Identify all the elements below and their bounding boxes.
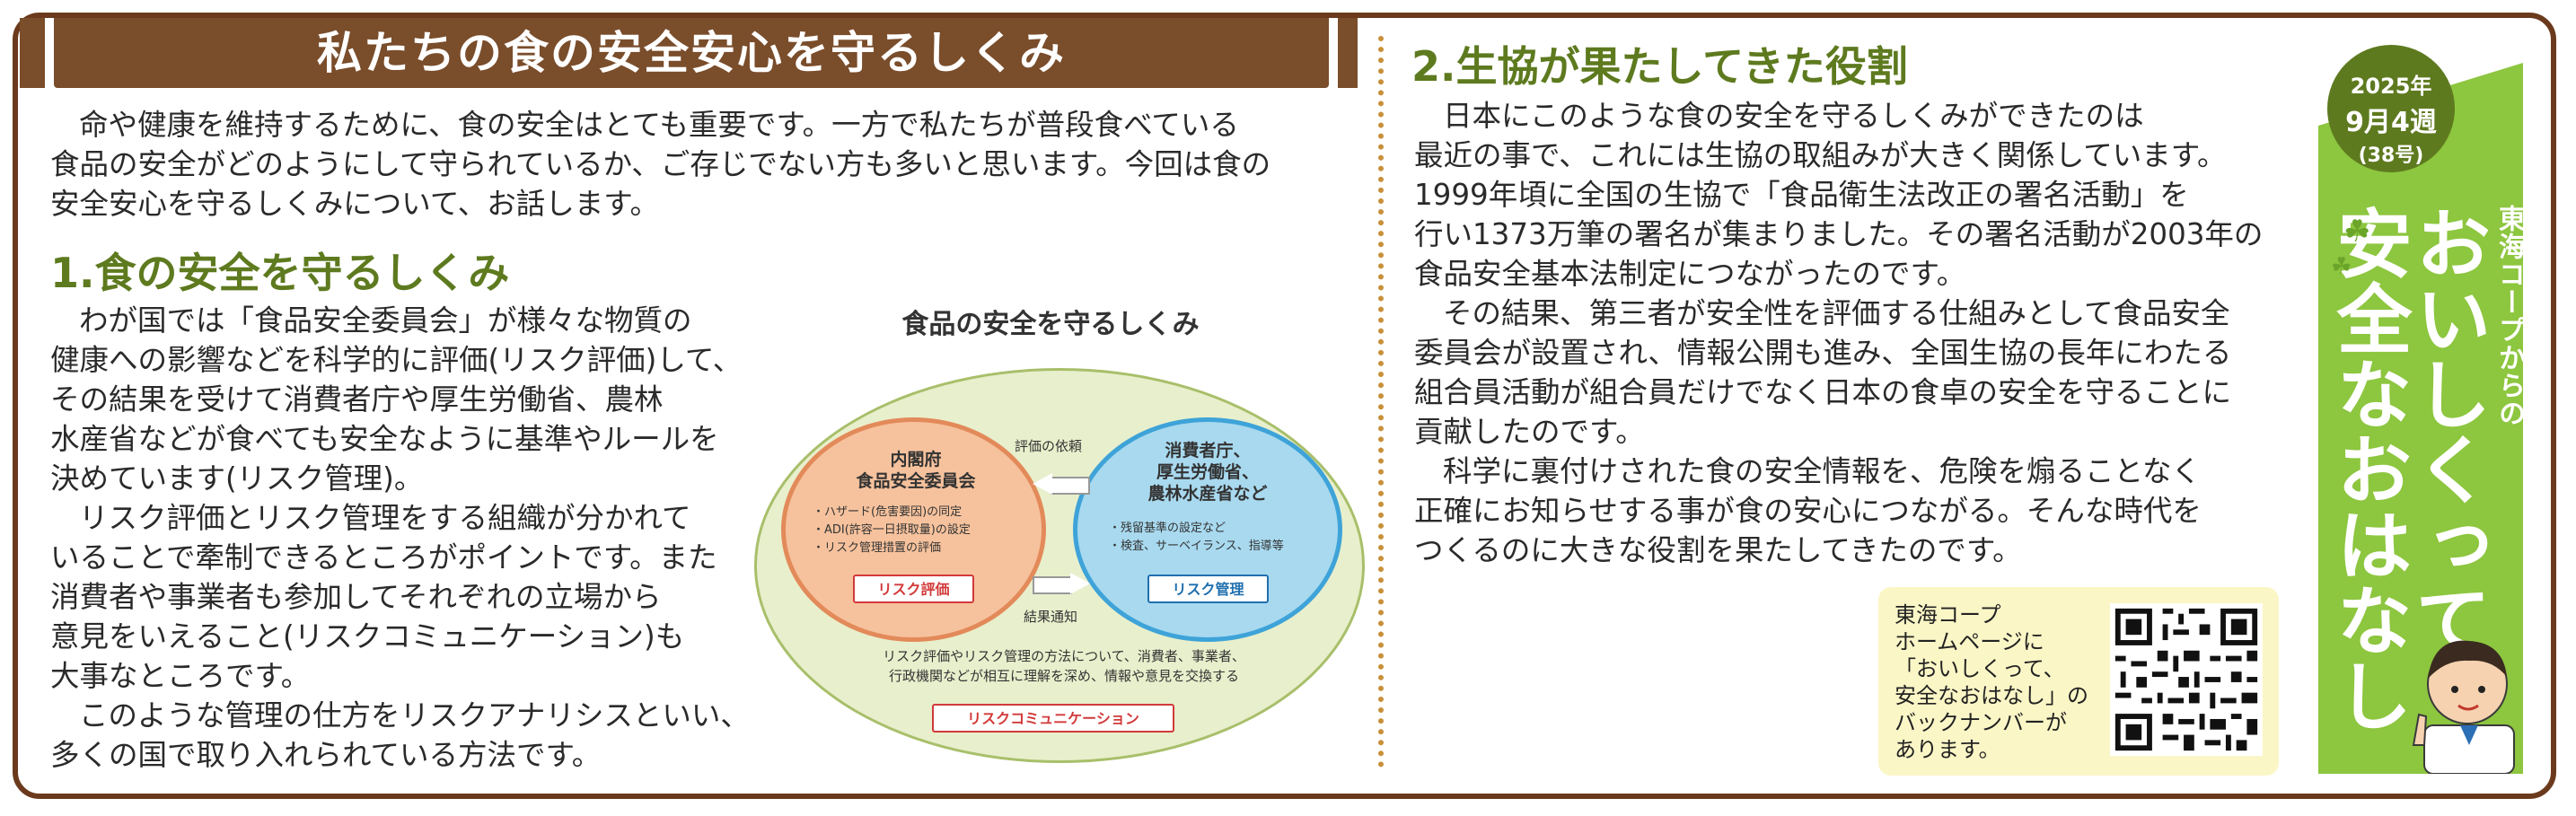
risk-assessment-badge: リスク評価 bbox=[853, 575, 974, 603]
body-line: 水産省などが食べても安全なように基準やルールを bbox=[50, 422, 719, 456]
qr-note-line: バックナンバーが bbox=[1895, 710, 2067, 735]
arrow-left-icon bbox=[1051, 477, 1090, 495]
series-subtitle: 東海コープからの bbox=[2493, 205, 2525, 427]
body-line: その結果、第三者が安全性を評価する仕組みとして食品安全 bbox=[1443, 296, 2230, 330]
intro-line: 安全安心を守るしくみについて、お話します。 bbox=[50, 187, 659, 221]
right-org-line: 厚生労働省、 bbox=[1156, 462, 1259, 482]
risk-management-badge: リスク管理 bbox=[1147, 575, 1269, 603]
boy-character-icon bbox=[2412, 640, 2515, 774]
body-line: 意見をいえること(リスクコミュニケーション)も bbox=[50, 619, 685, 654]
qr-note-line: 東海コープ bbox=[1895, 602, 2001, 627]
issue-year: 2025年 bbox=[2350, 74, 2432, 99]
body-line: いることで牽制できるところがポイントです。また bbox=[50, 540, 717, 575]
arrow-bottom-label: 結果通知 bbox=[1024, 609, 1078, 625]
column-divider bbox=[1378, 36, 1384, 768]
body-line: つくるのに大きな役割を果たしてきたのです。 bbox=[1414, 533, 2022, 567]
right-item: ・残留基準の設定など bbox=[1109, 522, 1226, 535]
left-org-line: 内閣府 bbox=[890, 450, 942, 469]
left-item: ・ADI(許容一日摂取量)の設定 bbox=[813, 523, 971, 537]
intro-line: 命や健康を維持するために、食の安全はとても重要です。一方で私たちが普段食べている bbox=[79, 108, 1239, 142]
arrow-right-icon bbox=[1033, 576, 1072, 594]
qr-note-line: ホームページに bbox=[1895, 629, 2044, 654]
intro-line: 食品の安全がどのようにして守られているか、ご存じでない方も多いと思います。今回は… bbox=[50, 147, 1271, 181]
qr-note-line: 安全なおはなし」の bbox=[1895, 683, 2088, 708]
issue-week: 9月4週 bbox=[2345, 107, 2437, 138]
section1-heading: 1.食の安全を守るしくみ bbox=[50, 249, 510, 297]
body-line: 多くの国で取り入れられている方法です。 bbox=[50, 738, 602, 772]
left-item: ・ハザード(危害要因)の同定 bbox=[813, 505, 963, 519]
section2-heading: 2.生協が果たしてきた役割 bbox=[1411, 42, 1908, 91]
left-item: ・リスク管理措置の評価 bbox=[813, 541, 942, 555]
body-line: 貢献したのです。 bbox=[1414, 415, 1645, 449]
diagram-title: 食品の安全を守るしくみ bbox=[901, 309, 1200, 340]
body-line: 科学に裏付けされた食の安全情報を、危険を煽ることなく bbox=[1443, 454, 2202, 488]
series-title-2: 安全なおはなし bbox=[2325, 205, 2413, 733]
body-line: このような管理の仕方をリスクアナリシスといい、 bbox=[79, 698, 750, 733]
qr-note-line: あります。 bbox=[1895, 737, 2000, 762]
qr-code-icon[interactable] bbox=[2110, 603, 2263, 756]
body-line: リスク評価とリスク管理をする組織が分かれて bbox=[79, 501, 691, 535]
body-line: 正確にお知らせする事が食の安心につながる。そんな時代を bbox=[1414, 494, 2202, 528]
issue-number: (38号) bbox=[2358, 145, 2424, 167]
body-line: 決めています(リスク管理)。 bbox=[50, 461, 424, 496]
body-line: わが国では「食品安全委員会」が様々な物質の bbox=[79, 303, 692, 338]
right-org-line: 農林水産省など bbox=[1147, 484, 1268, 504]
body-line: 最近の事で、これには生協の取組みが大きく関係しています。 bbox=[1414, 138, 2227, 172]
title-banner: 私たちの食の安全安心を守るしくみ bbox=[20, 18, 1358, 88]
body-line: 日本にこのような食の安全を守るしくみができたのは bbox=[1443, 99, 2144, 133]
right-org-line: 消費者庁、 bbox=[1165, 441, 1251, 461]
clover-icon: ☘ bbox=[2343, 214, 2371, 250]
bottom-text-line: 行政機関などが相互に理解を深め、情報や意見を交換する bbox=[888, 668, 1239, 684]
arrow-left-head-icon bbox=[1033, 473, 1052, 495]
bottom-text-line: リスク評価やリスク管理の方法について、消費者、事業者、 bbox=[883, 648, 1245, 664]
issue-date-badge: 2025年 9月4週 (38号) bbox=[2327, 45, 2455, 172]
left-org-line: 食品安全委員会 bbox=[856, 471, 976, 491]
risk-communication-badge: リスクコミュニケーション bbox=[932, 704, 1174, 733]
body-line: 組合員活動が組合員だけでなく日本の食卓の安全を守ることに bbox=[1414, 375, 2232, 409]
arrow-top-label: 評価の依頼 bbox=[1015, 438, 1083, 454]
body-line: 行い1373万筆の署名が集まりました。その署名活動が2003年の bbox=[1414, 217, 2264, 251]
risk-assessment-circle bbox=[781, 417, 1046, 642]
qr-note-line: 「おいしくって、 bbox=[1895, 656, 2065, 681]
arrow-right-head-icon bbox=[1070, 573, 1090, 594]
qr-note: 東海コープ ホームページに 「おいしくって、 安全なおはなし」の バックナンバー… bbox=[1895, 601, 2128, 763]
page-title: 私たちの食の安全安心を守るしくみ bbox=[317, 27, 1066, 79]
right-item: ・検査、サーベイランス、指導等 bbox=[1109, 540, 1284, 553]
body-line: 消費者や事業者も参加してそれぞれの立場から bbox=[50, 580, 662, 614]
body-line: 健康への影響などを科学的に評価(リスク評価)して、 bbox=[50, 343, 743, 377]
body-line: 1999年頃に全国の生協で「食品衛生法改正の署名活動」を bbox=[1414, 178, 2189, 212]
body-line: 大事なところです。 bbox=[50, 659, 311, 693]
body-line: 食品安全基本法制定につながったのです。 bbox=[1414, 257, 1966, 291]
body-line: 委員会が設置され、情報公開も進み、全国生協の長年にわたる bbox=[1414, 336, 2232, 370]
risk-management-circle bbox=[1073, 417, 1342, 642]
clover-icon: ☘ bbox=[2331, 253, 2352, 280]
body-line: その結果を受けて消費者庁や厚生労働省、農林 bbox=[50, 382, 664, 417]
